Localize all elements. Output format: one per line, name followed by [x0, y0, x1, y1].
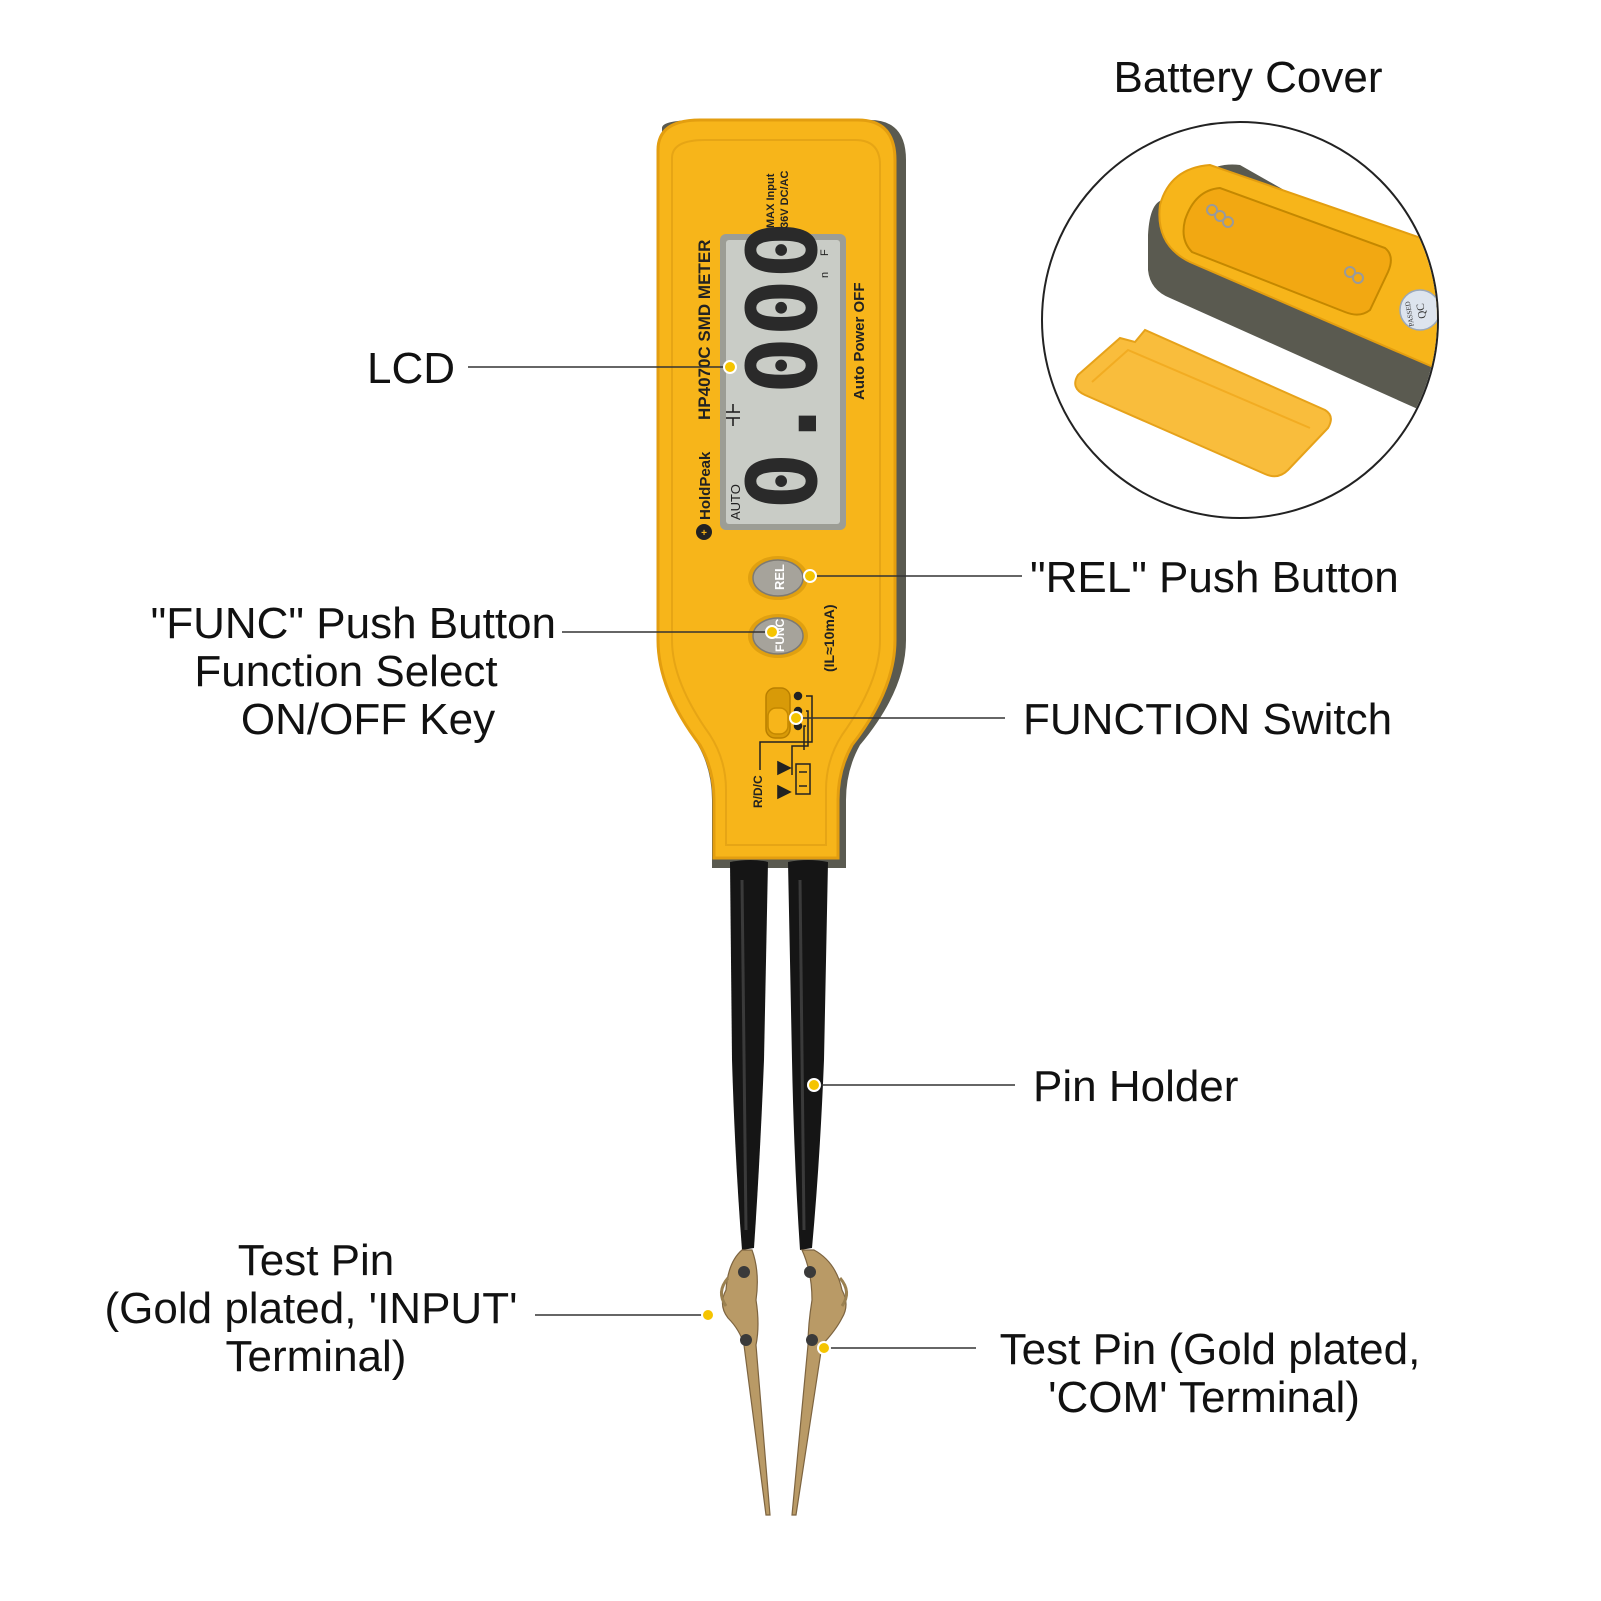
rel-button-label: REL — [772, 564, 787, 590]
input-test-pin — [720, 1249, 771, 1516]
function-switch-marker — [789, 711, 803, 725]
function-switch-label: FUNCTION Switch — [1023, 695, 1392, 744]
battery-cover-inset: QC PASSED — [1041, 121, 1439, 519]
func-label-line1: "FUNC" Push Button — [151, 599, 556, 648]
pin-holder-label: Pin Holder — [1033, 1062, 1238, 1111]
qc-sticker — [1399, 289, 1437, 331]
callout-lines — [468, 360, 1022, 1355]
input-pin-label-line3: Terminal) — [226, 1332, 407, 1381]
lcd-screen — [726, 240, 840, 524]
func-button[interactable] — [752, 617, 804, 655]
battery-symbol-icon — [795, 763, 811, 795]
brand-label: HoldPeak — [697, 451, 714, 520]
input-lead — [730, 860, 768, 1250]
battery-cover-label: Battery Cover — [1114, 53, 1383, 102]
auto-power-off-label: Auto Power OFF — [851, 283, 868, 401]
input-pin-label-line2: (Gold plated, 'INPUT' — [105, 1284, 518, 1333]
func-label-line2: Function Select — [194, 647, 497, 696]
com-pin-marker — [817, 1341, 831, 1355]
capacitor-icon — [726, 404, 740, 426]
max-input-line2: 36V DC/AC — [779, 170, 791, 228]
holdpeak-logo-icon: + — [696, 524, 712, 540]
rel-button-callout: "REL" Push Button — [1030, 553, 1399, 602]
lcd-auto-indicator: AUTO — [728, 484, 743, 520]
com-pin-label-line1: Test Pin (Gold plated, — [1000, 1325, 1421, 1374]
lcd-label: LCD — [367, 344, 455, 393]
input-lead-highlight — [740, 879, 748, 1231]
model-label: HP4070C SMD METER — [695, 240, 714, 420]
lcd-reading: 0.000 — [727, 221, 839, 510]
max-input-line1: MAX Input — [765, 173, 777, 228]
com-lead — [788, 860, 828, 1250]
lcd-marker — [723, 360, 737, 374]
pin-holder-marker — [807, 1078, 821, 1092]
func-marker — [765, 625, 779, 639]
battery-compartment — [1182, 186, 1392, 316]
battery-cover-plate — [1074, 328, 1332, 478]
function-switch[interactable] — [767, 707, 789, 735]
lcd-unit-n: n — [819, 272, 831, 278]
switch-mode-label: R/D/C — [751, 775, 765, 808]
rel-marker — [803, 569, 817, 583]
com-test-pin — [791, 1249, 848, 1516]
rel-button[interactable] — [752, 559, 804, 597]
func-label-line3: ON/OFF Key — [241, 695, 495, 744]
lcd-unit-f: F — [819, 249, 831, 256]
input-pin-label-line1: Test Pin — [238, 1236, 395, 1285]
test-current-note: (IL≈10mA) — [821, 604, 837, 672]
switch-position-marks — [759, 691, 813, 775]
battery-spring-icon — [1206, 204, 1364, 284]
qc-sticker-line1: QC — [1414, 302, 1428, 319]
diode-icon — [777, 760, 792, 800]
com-lead-highlight — [798, 879, 806, 1231]
smd-meter: 0.000 AUTO n F HP4070C SMD METER + HoldP… — [656, 118, 906, 1516]
meter-face-bevel — [671, 139, 881, 846]
input-pin-marker — [701, 1308, 715, 1322]
callout-labels: Battery Cover LCD "REL" Push Button "FUN… — [105, 53, 1421, 1422]
svg-text:+: + — [701, 528, 707, 539]
com-pin-label-line2: 'COM' Terminal) — [1048, 1373, 1360, 1422]
battery-cover-ridge — [1091, 348, 1311, 429]
